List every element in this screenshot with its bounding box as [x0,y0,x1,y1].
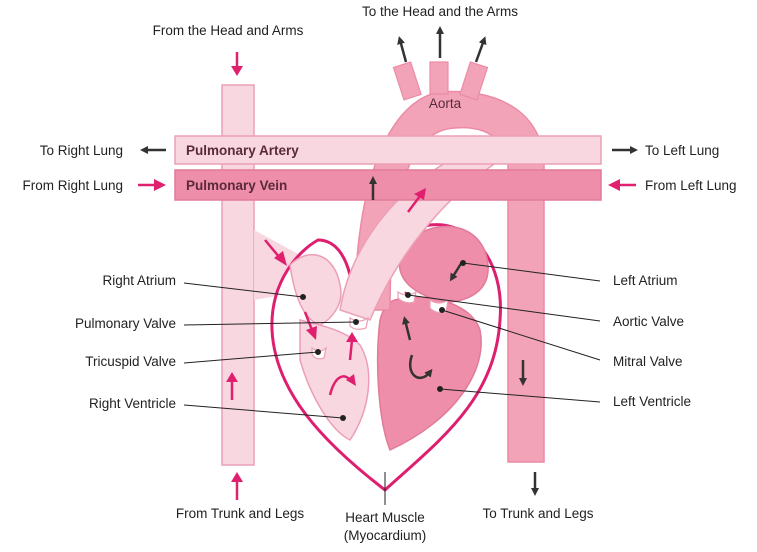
label-right-ventricle: Right Ventricle [89,396,176,411]
label-heart-muscle: Heart Muscle [345,510,425,525]
arrow-to-head-left [400,40,406,62]
arrow-from-right-lung-head [154,179,166,191]
arrow-to-head-right [476,40,484,62]
label-from-right-lung: From Right Lung [22,178,123,193]
dot-left-ventricle [438,387,443,392]
label-left-atrium: Left Atrium [613,273,678,288]
dot-mitral-valve [440,308,445,313]
label-from-left-lung: From Left Lung [645,178,737,193]
label-myocardium: (Myocardium) [344,528,427,543]
dot-left-atrium [461,261,466,266]
label-to-left-lung: To Left Lung [645,143,719,158]
label-to-trunk-legs: To Trunk and Legs [482,506,593,521]
dot-pulmonary-valve [354,320,359,325]
aorta-branch-middle [430,62,448,94]
label-left-ventricle: Left Ventricle [613,394,691,409]
dot-tricuspid-valve [316,350,321,355]
arrow-trunk-legs-in-head [231,472,243,482]
arrow-from-left-lung-head [608,179,620,191]
label-pulmonary-valve: Pulmonary Valve [75,316,176,331]
dot-right-ventricle [341,416,346,421]
label-right-atrium: Right Atrium [102,273,176,288]
pulmonary-artery-label: Pulmonary Artery [186,143,299,158]
dot-aortic-valve [406,293,411,298]
label-from-head-arms: From the Head and Arms [153,23,304,38]
label-to-head-arms: To the Head and the Arms [362,4,518,19]
aorta-label: Aorta [429,96,462,111]
label-to-right-lung: To Right Lung [40,143,123,158]
label-tricuspid-valve: Tricuspid Valve [85,354,176,369]
aorta-branch-left [393,62,421,100]
arrow-head-arms-in-head [231,66,243,76]
label-mitral-valve: Mitral Valve [613,354,683,369]
label-aortic-valve: Aortic Valve [613,314,684,329]
label-from-trunk-legs: From Trunk and Legs [176,506,305,521]
dot-right-atrium [301,295,306,300]
pulmonary-vein-label: Pulmonary Vein [186,178,287,193]
